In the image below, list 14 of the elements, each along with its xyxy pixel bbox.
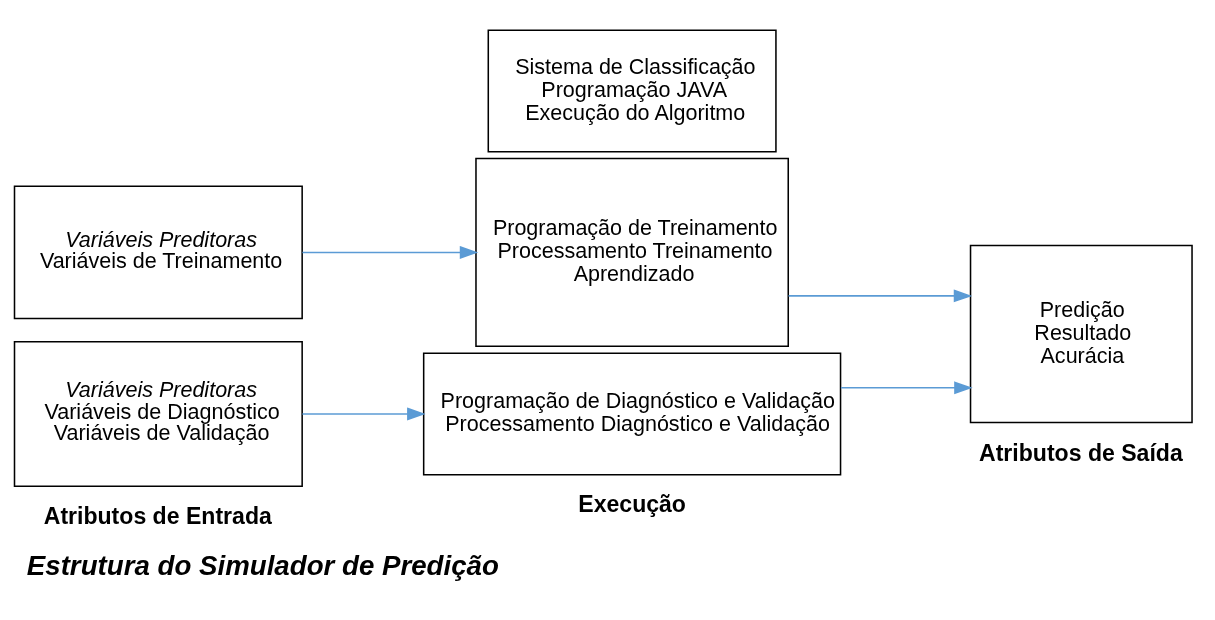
node-box: Predição Resultado Acurácia bbox=[969, 244, 1193, 423]
label: Execução bbox=[578, 490, 686, 517]
arrow bbox=[787, 288, 973, 302]
node-box: Variáveis Preditoras Variáveis de Treinamento bbox=[13, 185, 303, 319]
arrow bbox=[301, 245, 479, 259]
node-box: Sistema de Classificação Programação JAVA Execução do Algoritmo bbox=[487, 28, 777, 152]
arrow bbox=[301, 406, 426, 420]
label: Atributos de Entrada bbox=[43, 502, 272, 529]
label: Atributos de Saída bbox=[978, 439, 1183, 466]
node-box: Programação de Diagnóstico e Validação Processamento Diagnóstico e Validação bbox=[422, 351, 842, 475]
arrow bbox=[840, 380, 973, 394]
node-box: Variáveis Preditoras Variáveis de Diagnóstico Variáveis de Validação bbox=[13, 340, 303, 487]
caption: Estrutura do Simulador de Predição bbox=[26, 549, 499, 581]
node-box: Programação de Treinamento Processamento Treinamento Aprendizado bbox=[475, 157, 789, 347]
